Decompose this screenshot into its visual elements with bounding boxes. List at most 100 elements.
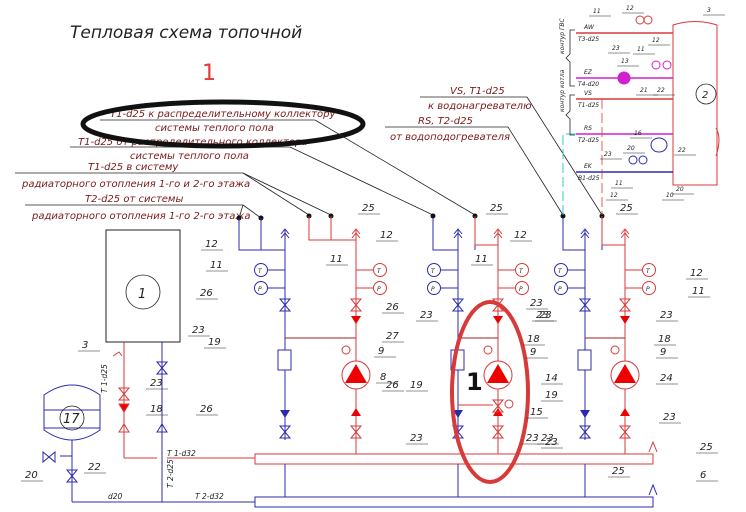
position-label-23: 23 bbox=[541, 433, 554, 444]
pressure-gauge-label: P bbox=[258, 286, 262, 293]
shutoff-valve[interactable] bbox=[278, 425, 292, 439]
tank-id: 2 bbox=[702, 90, 708, 101]
shutoff-valve[interactable] bbox=[491, 425, 505, 439]
position-label-24: 24 bbox=[660, 373, 673, 384]
position-label-23: 23 bbox=[660, 310, 673, 321]
flow-arrow-icon bbox=[280, 410, 290, 418]
svg-text:17: 17 bbox=[63, 412, 80, 427]
pressure-relief-valve[interactable] bbox=[610, 345, 620, 355]
three-way-valve[interactable] bbox=[491, 399, 505, 413]
position-label-20: 20 bbox=[627, 145, 635, 152]
junction-dots bbox=[236, 213, 605, 221]
svg-text:радиаторного отопления 1-го и: радиаторного отопления 1-го и 2-го этажа bbox=[21, 179, 250, 190]
pressure-relief-valve[interactable] bbox=[483, 345, 493, 355]
thermometer-label: T bbox=[431, 268, 436, 275]
position-label-9: 9 bbox=[530, 347, 536, 358]
position-label-11: 11 bbox=[637, 46, 645, 53]
position-label-12: 12 bbox=[205, 239, 218, 250]
thermometer-label: T bbox=[258, 268, 263, 275]
supply-branch bbox=[601, 216, 625, 246]
air-vent-icon bbox=[280, 228, 290, 239]
position-label-11: 11 bbox=[593, 8, 601, 15]
check-valve[interactable] bbox=[493, 316, 503, 324]
boiler-1[interactable]: 1 bbox=[105, 229, 181, 343]
check-valve[interactable] bbox=[620, 316, 630, 324]
thermometer-label: T bbox=[519, 268, 524, 275]
position-label-23: 23 bbox=[612, 45, 620, 52]
svg-text:контур котла: контур котла bbox=[559, 69, 566, 112]
callout-vs: VS, T1-d25 к водонагревателю bbox=[420, 86, 532, 112]
position-label-12: 12 bbox=[514, 230, 527, 241]
shutoff-valve[interactable] bbox=[451, 425, 465, 439]
drain-valve[interactable] bbox=[648, 483, 658, 496]
boiler-valves[interactable] bbox=[112, 351, 169, 433]
svg-text:T1-d25 в систему: T1-d25 в систему bbox=[88, 162, 179, 173]
shutoff-valve[interactable] bbox=[349, 298, 363, 312]
expansion-tank-17[interactable]: 17 bbox=[42, 384, 101, 502]
position-label-23: 23 bbox=[420, 310, 433, 321]
position-label-25: 25 bbox=[490, 203, 503, 214]
air-vent-icon bbox=[493, 228, 503, 239]
pump-triangle-icon bbox=[345, 364, 367, 383]
shutoff-valve[interactable] bbox=[349, 425, 363, 439]
pipe-label-t1-d32: T 1-d32 bbox=[167, 449, 196, 458]
position-label-15: 15 bbox=[530, 407, 543, 418]
shutoff-valve[interactable] bbox=[618, 425, 632, 439]
svg-text:радиаторного отопления 1-го 2-: радиаторного отопления 1-го 2-го этажа bbox=[31, 211, 251, 222]
position-label-13: 13 bbox=[621, 58, 629, 65]
flow-arrow-icon bbox=[580, 410, 590, 418]
shutoff-valve[interactable] bbox=[578, 425, 592, 439]
air-vent-icon bbox=[453, 228, 463, 239]
panel-line-code: VS bbox=[584, 90, 592, 97]
thermometer-label: T bbox=[646, 268, 651, 275]
return-branch bbox=[562, 218, 585, 251]
thermometer-label: T bbox=[377, 268, 382, 275]
svg-text:контур ГВС: контур ГВС bbox=[559, 18, 566, 54]
position-label-23: 23 bbox=[410, 433, 423, 444]
position-label-18: 18 bbox=[150, 404, 163, 415]
position-label-6: 6 bbox=[700, 470, 706, 481]
svg-text:от водоподогревателя: от водоподогревателя bbox=[390, 132, 510, 143]
position-label-20: 20 bbox=[676, 186, 684, 193]
return-branch bbox=[432, 218, 458, 251]
check-valve[interactable] bbox=[351, 316, 361, 324]
pressure-relief-valve[interactable] bbox=[341, 345, 351, 355]
return-collector[interactable] bbox=[254, 496, 654, 508]
svg-text:T2-d25 от системы: T2-d25 от системы bbox=[85, 194, 183, 205]
position-label-23: 23 bbox=[539, 310, 552, 321]
position-label-12: 12 bbox=[652, 37, 660, 44]
position-label-19: 19 bbox=[545, 390, 558, 401]
shutoff-valve[interactable] bbox=[578, 298, 592, 312]
shutoff-valve[interactable] bbox=[618, 298, 632, 312]
position-label-27: 27 bbox=[386, 331, 399, 342]
svg-text:1: 1 bbox=[138, 287, 146, 302]
position-label-20: 20 bbox=[25, 470, 38, 481]
shutoff-valve[interactable] bbox=[451, 298, 465, 312]
svg-text:RS, T2-d25: RS, T2-d25 bbox=[418, 116, 473, 127]
panel-line-code: EZ bbox=[584, 69, 593, 76]
supply-collector[interactable] bbox=[254, 453, 654, 465]
annotation-number: 1 bbox=[202, 61, 216, 86]
valve-actuator bbox=[504, 399, 514, 409]
drain-valve[interactable] bbox=[648, 440, 658, 453]
flow-arrow-icon bbox=[453, 410, 463, 418]
position-label-18: 18 bbox=[527, 334, 540, 345]
position-label-9: 9 bbox=[378, 346, 384, 357]
water-heater-panel: 2 контур ГВС контур котла bbox=[559, 15, 720, 215]
pipe-label-t2-d25: T 2-d25 bbox=[166, 459, 175, 488]
position-label-3: 3 bbox=[707, 7, 711, 14]
position-label-26: 26 bbox=[200, 288, 213, 299]
panel-line-pipe: T1-d25 bbox=[578, 102, 599, 109]
position-label-11: 11 bbox=[475, 254, 488, 265]
strainer[interactable] bbox=[277, 349, 292, 371]
pipe-label-d20: d20 bbox=[108, 492, 123, 501]
callout-radiator-supply: T1-d25 в систему радиаторного отопления … bbox=[15, 162, 250, 190]
callout-radiator-return: T2-d25 от системы радиаторного отопления… bbox=[25, 194, 251, 222]
strainer[interactable] bbox=[577, 349, 592, 371]
position-label-10: 10 bbox=[666, 192, 674, 199]
shutoff-valve[interactable] bbox=[278, 298, 292, 312]
position-label-8: 8 bbox=[380, 372, 386, 383]
position-label-21: 21 bbox=[640, 87, 648, 94]
